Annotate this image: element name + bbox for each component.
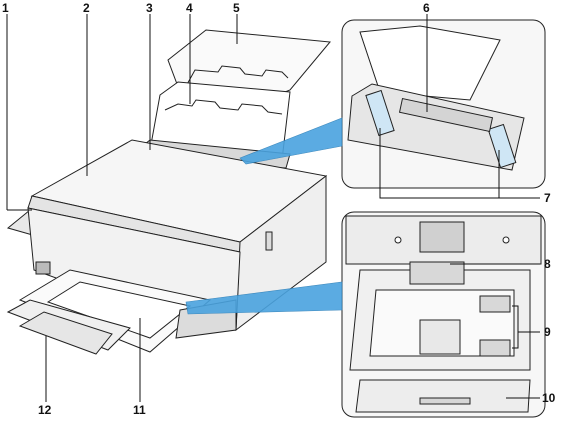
paper-guide-left [365,89,395,137]
callout-6: 6 [423,1,430,15]
side-button [265,231,273,251]
leader-lines [6,14,540,402]
callout-1: 1 [2,1,9,15]
wifi-icon [502,236,510,244]
cassette-center-rail [419,319,461,355]
leader-line-7 [379,128,540,199]
callout-11: 11 [133,403,146,417]
cassette-cover [355,379,531,413]
output-tray-extension-tip [18,311,113,355]
rear-tray-paper-edge [164,99,283,115]
callout-2: 2 [83,1,90,15]
callout-5: 5 [233,1,240,15]
leader-line-9 [512,305,519,349]
paper-guide-right [487,123,517,169]
feed-slot-cover [398,97,494,133]
cassette-paper-guide-top [479,295,511,313]
paper-support-edge [184,65,289,89]
callout-4: 4 [186,1,193,15]
callout-12: 12 [38,403,52,417]
inset-tray-slot [347,83,525,171]
cassette-paper-guide-bottom [479,339,511,357]
touchscreen-icon [419,221,465,253]
cassette-front-guide [409,261,465,285]
callout-9: 9 [544,325,551,339]
pointer-beam-rear-tray [239,117,343,165]
rear-tray-inset [341,19,546,189]
callout-7: 7 [544,191,551,205]
inset-power-icon [394,236,402,244]
callout-3: 3 [146,1,153,15]
card-slot-icon [35,261,51,275]
callout-10: 10 [542,391,556,405]
callout-8: 8 [544,257,551,271]
pointer-beam-cassette [185,281,343,315]
cassette-inset [341,211,546,418]
cassette-cover-handle [419,397,471,405]
inset-paper-support [359,25,501,101]
